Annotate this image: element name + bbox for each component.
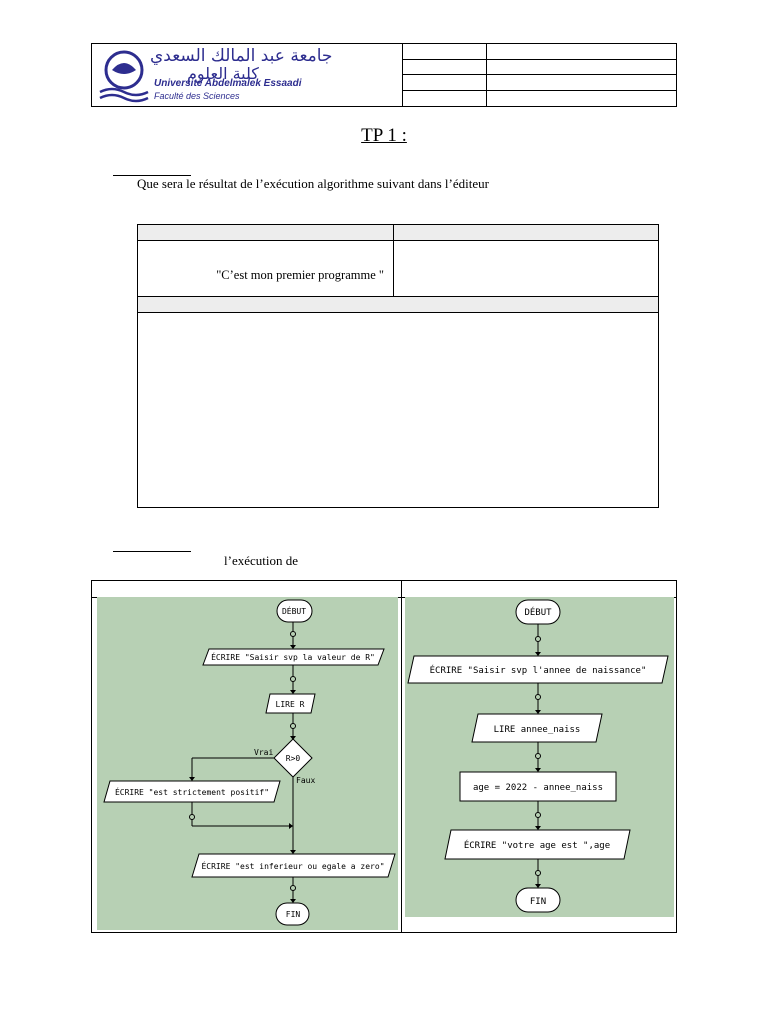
write-age-node: ÉCRIRE "votre age est ",age [444, 829, 631, 860]
university-name-french: Université Abdelmalek Essaadi [154, 78, 302, 89]
exercise-1-underline [113, 175, 191, 176]
exercise-1-table: "C’est mon premier programme " [137, 224, 659, 508]
write-positive-node: ÉCRIRE "est strictement positif" [103, 780, 281, 803]
write-prompt-node: ÉCRIRE "Saisir svp l'annee de naissance" [407, 655, 669, 684]
header-grid-row [403, 75, 677, 91]
header-grid-row [403, 44, 677, 60]
page-title: TP 1 : [361, 125, 407, 146]
assignment-node: age = 2022 - annee_naiss [459, 771, 617, 802]
svg-text:DÉBUT: DÉBUT [524, 606, 552, 618]
exercise-1-question: Que sera le résultat de l’exécution algo… [137, 176, 489, 191]
logo-emblem-icon [99, 50, 149, 103]
svg-text:ÉCRIRE "est strictement positi: ÉCRIRE "est strictement positif" [115, 786, 269, 797]
university-logo: جامعة عبد المالك السعدي كلية العلوم Univ… [92, 44, 404, 106]
university-name-arabic: جامعة عبد المالك السعدي [150, 46, 333, 66]
header-grid-divider [486, 44, 487, 106]
read-node: LIRE R [265, 693, 316, 714]
svg-text:R>0: R>0 [286, 754, 301, 763]
header-grid-row [403, 59, 677, 75]
svg-text:ÉCRIRE "Saisir svp la valeur d: ÉCRIRE "Saisir svp la valeur de R" [211, 651, 375, 662]
svg-text:age = 2022 - annee_naiss: age = 2022 - annee_naiss [473, 783, 603, 793]
end-terminal: FIN [515, 887, 561, 913]
svg-text:FIN: FIN [286, 910, 301, 919]
svg-text:ÉCRIRE "Saisir svp l'annee de: ÉCRIRE "Saisir svp l'annee de naissance" [430, 664, 647, 676]
read-node: LIRE annee_naiss [471, 713, 603, 743]
flowchart-left-diagram: DÉBUT ÉCRIRE "Saisir svp la valeur de R"… [103, 599, 396, 926]
true-branch-label: Vrai [254, 748, 273, 757]
faculty-name-french: Faculté des Sciences [154, 91, 240, 101]
svg-text:LIRE R: LIRE R [276, 700, 305, 709]
flowchart-left: DÉBUT ÉCRIRE "Saisir svp la valeur de R"… [97, 597, 398, 930]
svg-text:ÉCRIRE "votre age est ",age: ÉCRIRE "votre age est ",age [464, 839, 610, 851]
condition-node: R>0 [273, 738, 313, 778]
flowchart-right: DÉBUT ÉCRIRE "Saisir svp l'annee de nais… [405, 597, 674, 917]
svg-text:DÉBUT: DÉBUT [282, 605, 306, 616]
write-nonpositive-node: ÉCRIRE "est inferieur ou egale a zero" [191, 853, 396, 878]
svg-text:ÉCRIRE "est inferieur ou egale: ÉCRIRE "est inferieur ou egale a zero" [201, 860, 384, 871]
header-info-grid [402, 44, 677, 106]
start-terminal: DÉBUT [515, 599, 561, 625]
faculty-name-arabic: كلية العلوم [187, 64, 259, 83]
table-cell-text: "C’est mon premier programme " [216, 268, 384, 282]
document-header: جامعة عبد المالك السعدي كلية العلوم Univ… [91, 43, 677, 107]
table-section-row [138, 296, 658, 313]
write-prompt-node: ÉCRIRE "Saisir svp la valeur de R" [202, 648, 385, 666]
table-header-row [138, 225, 658, 241]
false-branch-label: Faux [296, 776, 315, 785]
table-column-divider [393, 225, 394, 297]
start-terminal: DÉBUT [276, 599, 313, 623]
svg-text:LIRE annee_naiss: LIRE annee_naiss [494, 725, 581, 735]
exercise-2-underline [113, 551, 191, 552]
exercise-2-text: l’exécution de [224, 553, 298, 568]
flowchart-right-diagram: DÉBUT ÉCRIRE "Saisir svp l'annee de nais… [407, 599, 669, 913]
svg-text:FIN: FIN [530, 897, 546, 907]
end-terminal: FIN [275, 902, 310, 926]
table-column-divider [401, 581, 402, 932]
